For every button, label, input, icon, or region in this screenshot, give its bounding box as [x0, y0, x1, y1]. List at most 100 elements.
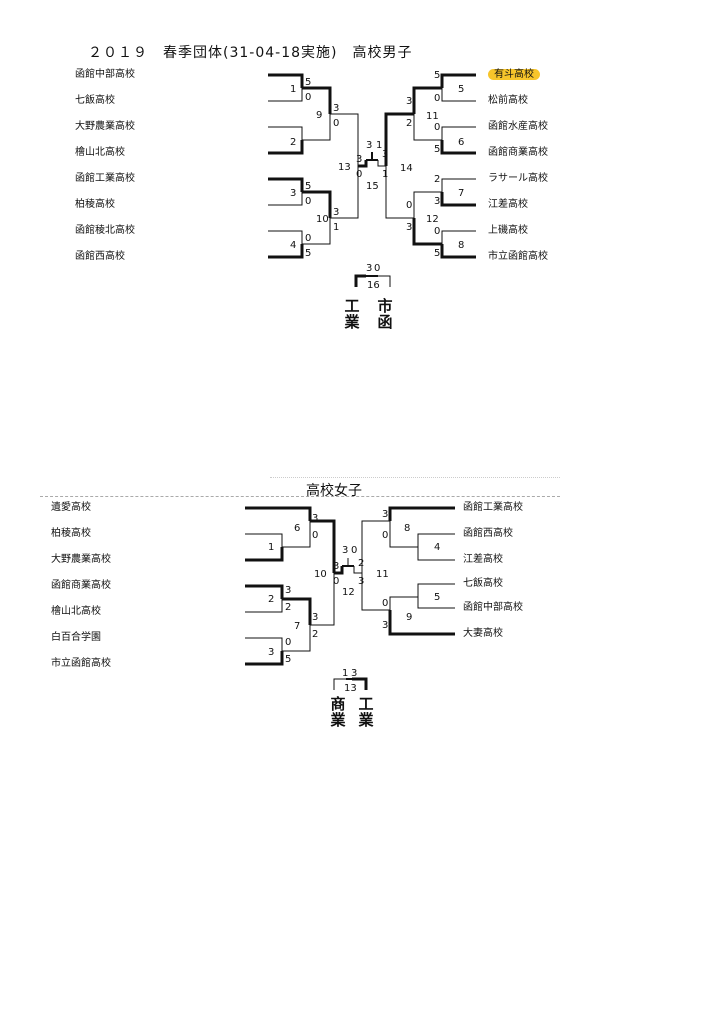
champion-stamp: 市函 [377, 297, 393, 331]
score: 2 [285, 602, 291, 613]
score: 5 [434, 70, 440, 81]
bracket-line [310, 573, 335, 626]
winner-line [384, 112, 414, 166]
team-name: 大野農業高校 [75, 121, 135, 132]
score: 0 [382, 530, 388, 541]
winner-line [245, 547, 284, 562]
score: 5 [305, 248, 311, 259]
match-number: 9 [406, 612, 412, 623]
team-name: 遺愛高校 [51, 502, 91, 513]
score: 3 [382, 509, 388, 520]
score: 1 [376, 140, 382, 151]
winner-line [388, 506, 455, 521]
match-number: 9 [316, 110, 322, 121]
team-name: 函館工業高校 [463, 502, 523, 513]
score: 1 [342, 668, 348, 679]
winner-line [268, 140, 304, 155]
winner-line [245, 651, 284, 666]
bracket-line [413, 191, 442, 218]
score: 3 [333, 103, 339, 114]
bracket-line [330, 166, 359, 219]
score: 1 [333, 222, 339, 233]
team-name: 函館中部高校 [463, 602, 523, 613]
match-number: 4 [434, 542, 440, 553]
team-name: 函館中部高校 [75, 69, 135, 80]
match-number: 6 [294, 523, 300, 534]
winner-line [412, 86, 442, 114]
match-number: 10 [316, 214, 329, 225]
team-name: 市立函館高校 [488, 251, 548, 262]
bracket-line [389, 521, 418, 548]
team-name: 大妻高校 [463, 628, 503, 639]
match-number: 4 [290, 240, 296, 251]
team-name: 松前高校 [488, 95, 528, 106]
bracket-line [389, 596, 418, 610]
winner-line [282, 597, 312, 625]
match-number: 3 [268, 647, 274, 658]
match-number: 5 [458, 84, 464, 95]
bracket-line [353, 566, 362, 574]
score: 0 [312, 530, 318, 541]
bracket-line [417, 597, 455, 609]
score: 2 [434, 174, 440, 185]
team-name: 函館水産高校 [488, 121, 548, 132]
bracket-line [417, 533, 455, 547]
match-number: 6 [458, 137, 464, 148]
winner-line [388, 610, 455, 636]
match-number: 16 [367, 280, 380, 291]
team-name: 函館商業高校 [488, 147, 548, 158]
winner-line [354, 274, 366, 287]
team-name: 函館西高校 [75, 251, 125, 262]
bracket-line [333, 678, 346, 690]
bracket-line [385, 166, 414, 219]
winner-line [440, 140, 476, 155]
winner-line [268, 73, 304, 88]
match-number: 2 [290, 137, 296, 148]
score: 0 [333, 576, 339, 587]
score: 0 [285, 637, 291, 648]
score: 3 [382, 620, 388, 631]
winner-line [268, 244, 304, 259]
score: 5 [285, 654, 291, 665]
bracket-line [413, 114, 442, 141]
score: 5 [305, 77, 311, 88]
score: 3 [382, 149, 388, 160]
score: 2 [406, 118, 412, 129]
winner-line [302, 86, 332, 114]
score: 3 [312, 612, 318, 623]
match-number: 13 [344, 683, 357, 694]
team-name: 函館商業高校 [51, 580, 111, 591]
bracket-line [441, 88, 476, 102]
winner-line [245, 584, 284, 599]
bracket-line [268, 230, 303, 244]
team-name: 大野農業高校 [51, 554, 111, 565]
score: 5 [434, 144, 440, 155]
winner-line [358, 160, 368, 168]
score: 0 [434, 93, 440, 104]
page-title: ２０１９ 春季団体(31-04-18実施) 高校男子 [88, 45, 413, 61]
match-number: 2 [268, 594, 274, 605]
match-number: 14 [400, 163, 413, 174]
team-name: 函館稜北高校 [75, 225, 135, 236]
bracket-line [417, 583, 455, 597]
bracket-line [378, 275, 391, 287]
score: 5 [305, 181, 311, 192]
team-name: 白百合学園 [51, 632, 101, 643]
match-number: 10 [314, 569, 327, 580]
girls-section-title: 高校女子 [306, 483, 362, 499]
score: 3 [406, 96, 412, 107]
score: 3 [434, 196, 440, 207]
score: 0 [382, 598, 388, 609]
bracket-line [282, 625, 311, 652]
score: 0 [333, 118, 339, 129]
winner-line [302, 190, 332, 218]
team-name: 檜山北高校 [75, 147, 125, 158]
match-number: 7 [294, 621, 300, 632]
score: 0 [356, 169, 362, 180]
score: 0 [351, 545, 357, 556]
score: 3 [285, 585, 291, 596]
bracket-line [361, 573, 390, 611]
bracket-line [361, 520, 390, 573]
champion-stamp: 工業 [344, 297, 360, 331]
match-number: 15 [366, 181, 379, 192]
